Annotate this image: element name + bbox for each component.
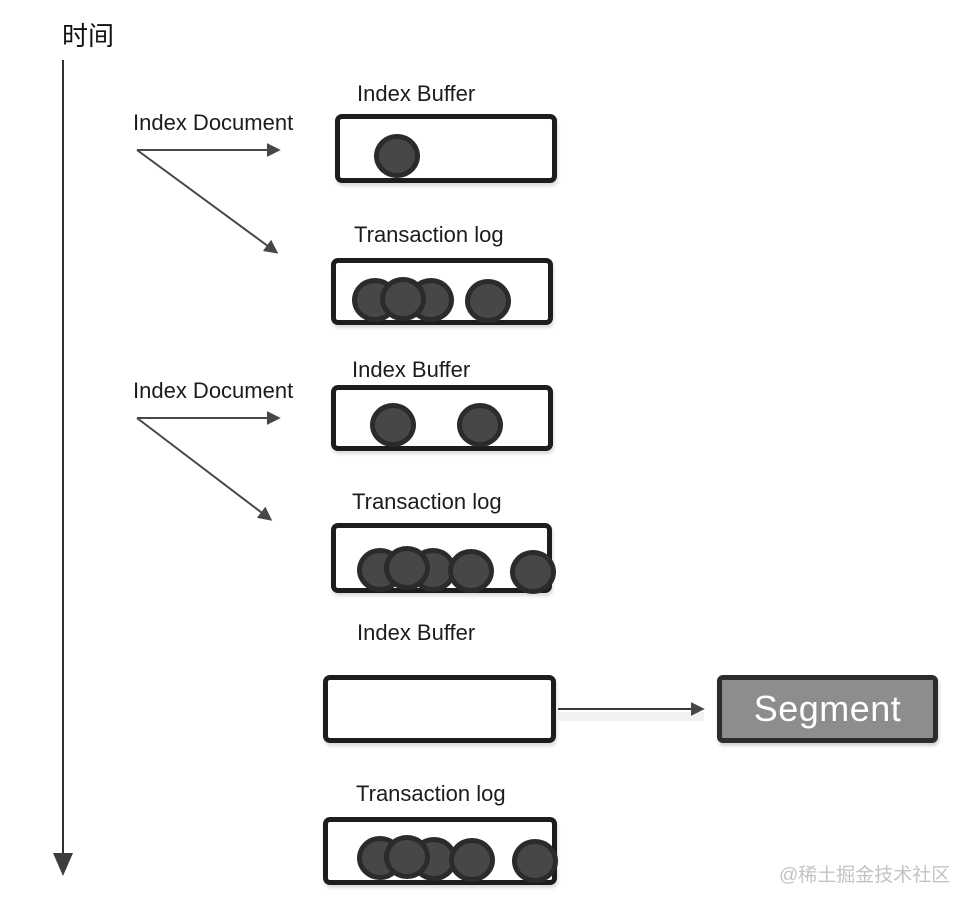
document-dot [380,277,426,321]
transaction-log-label-2: Transaction log [352,489,502,514]
document-dot [374,134,420,178]
document-dot [449,838,495,882]
segment-box: Segment [717,675,938,743]
document-dot [512,839,558,883]
transaction-log-box-1 [331,258,553,325]
index-buffer-label-2: Index Buffer [352,357,471,382]
flush-arrow-shadow [558,712,704,721]
transaction-log-label-3: Transaction log [356,781,506,806]
document-dot [384,835,430,879]
index-document-label-1: Index Document [133,110,294,135]
timeline-label: 时间 [62,21,115,51]
index-document-label-2: Index Document [133,378,294,403]
document-dot [384,546,430,590]
document-dot [370,403,416,447]
segment-label: Segment [753,688,902,729]
timeline-arrowhead-icon [53,853,73,876]
document-dot [457,403,503,447]
index-buffer-box-1 [335,114,557,183]
index-buffer-box-2 [331,385,553,451]
transaction-log-label-1: Transaction log [354,222,504,247]
index-buffer-box-3 [323,675,556,743]
document-dot [448,549,494,593]
index-arrow-diagonal-1-icon [136,149,279,254]
transaction-log-box-3 [323,817,558,885]
transaction-log-box-2 [331,523,556,594]
index-arrow-diagonal-2-icon [136,417,273,521]
document-dot [510,550,556,594]
document-dot [465,279,511,323]
watermark: @稀土掘金技术社区 [779,865,951,886]
index-buffer-label-1: Index Buffer [357,81,476,106]
index-buffer-label-3: Index Buffer [357,620,476,645]
